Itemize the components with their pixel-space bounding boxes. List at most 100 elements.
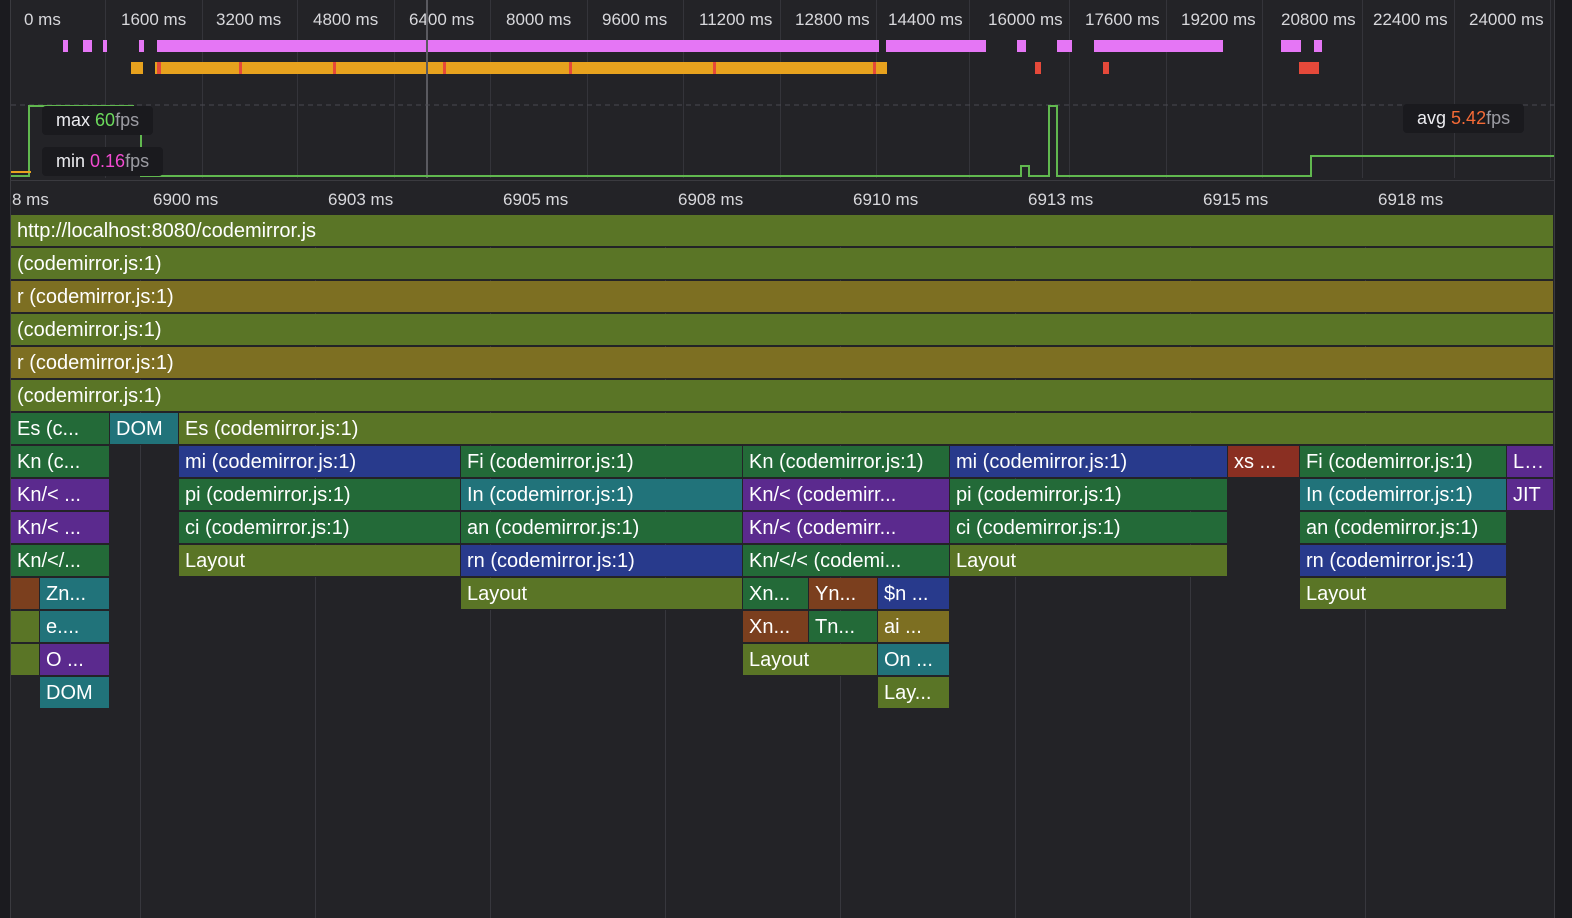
flame-frame[interactable]: Ln ... (1507, 446, 1554, 478)
fps-chart (11, 104, 1554, 177)
flame-frame[interactable] (11, 611, 40, 643)
flame-frame[interactable]: pi (codemirror.js:1) (950, 479, 1228, 511)
flame-frame[interactable]: Layout (1300, 578, 1507, 610)
flame-frame[interactable]: mi (codemirror.js:1) (950, 446, 1228, 478)
flame-chart[interactable]: http://localhost:8080/codemirror.js (cod… (11, 215, 1554, 918)
fps-min-value: 0.16 (90, 151, 126, 171)
flame-frame[interactable]: DOM (40, 677, 110, 709)
scrollbar[interactable] (1554, 0, 1572, 918)
flame-frame[interactable]: O ... (40, 644, 110, 676)
flame-frame[interactable]: Yn... (809, 578, 878, 610)
flame-frame[interactable]: Kn/< ... (11, 512, 110, 544)
flame-frame[interactable]: an (codemirror.js:1) (461, 512, 743, 544)
overview-paint-track (83, 40, 92, 52)
overview-tick-label: 14400 ms (888, 10, 963, 29)
overview-paint-track (157, 40, 879, 52)
ruler-tick-label: 6915 ms (1203, 190, 1269, 209)
flame-frame[interactable]: ai ... (878, 611, 950, 643)
fps-max-value: 60 (95, 110, 116, 130)
flame-frame[interactable]: pi (codemirror.js:1) (179, 479, 461, 511)
overview-grid-line (105, 0, 106, 178)
overview-grid-line (1166, 0, 1167, 178)
overview-tick-label: 11200 ms (699, 10, 773, 29)
overview-paint-track (1057, 40, 1072, 52)
flame-frame[interactable]: Kn/< (codemirr... (743, 479, 950, 511)
ruler-tick-label: 6908 ms (678, 190, 744, 209)
flame-frame[interactable]: rn (codemirror.js:1) (1300, 545, 1507, 577)
overview-tick-label: 19200 ms (1181, 10, 1256, 29)
flame-frame[interactable]: ci (codemirror.js:1) (950, 512, 1228, 544)
overview-tick-label: 24000 ms (1469, 10, 1544, 29)
overview-gc-marker (1035, 62, 1041, 74)
flame-frame[interactable]: an (codemirror.js:1) (1300, 512, 1507, 544)
ruler-tick-label: 8 ms (12, 190, 49, 209)
flame-frame[interactable]: r (codemirror.js:1) (11, 281, 1554, 313)
overview-gc-marker (713, 62, 716, 74)
flame-frame[interactable]: ci (codemirror.js:1) (179, 512, 461, 544)
overview-gc-marker (1103, 62, 1109, 74)
flame-frame[interactable]: Layout (950, 545, 1228, 577)
overview-grid-line (587, 0, 588, 178)
flame-frame[interactable]: r (codemirror.js:1) (11, 347, 1554, 379)
flame-frame[interactable]: Kn (codemirror.js:1) (743, 446, 950, 478)
fps-max-label: max (56, 110, 91, 130)
flame-frame[interactable]: Fi (codemirror.js:1) (1300, 446, 1507, 478)
flame-frame[interactable]: Kn/</< (codemi... (743, 545, 950, 577)
flame-frame[interactable]: $n ... (878, 578, 950, 610)
overview-script-track (155, 62, 887, 74)
overview-grid-line (202, 0, 203, 178)
flame-frame[interactable]: xs ... (1228, 446, 1300, 478)
overview-grid-line (490, 0, 491, 178)
flame-frame[interactable]: http://localhost:8080/codemirror.js (11, 215, 1554, 247)
overview-tick-label: 20800 ms (1281, 10, 1356, 29)
flame-frame[interactable] (11, 578, 40, 610)
overview-tick-label: 12800 ms (795, 10, 870, 29)
flame-frame[interactable]: Es (codemirror.js:1) (179, 413, 1554, 445)
flame-frame[interactable]: Kn/</... (11, 545, 110, 577)
overview-grid-line (1454, 0, 1455, 178)
flame-frame[interactable]: Lay... (878, 677, 950, 709)
flame-frame[interactable]: JIT (1507, 479, 1554, 511)
flame-frame[interactable]: Kn/< ... (11, 479, 110, 511)
overview-gc-marker (443, 62, 446, 74)
flame-frame[interactable]: Kn (c... (11, 446, 110, 478)
overview-script-track (131, 62, 143, 74)
flame-frame[interactable]: Xn... (743, 578, 809, 610)
flame-frame[interactable]: rn (codemirror.js:1) (461, 545, 743, 577)
flame-frame[interactable]: In (codemirror.js:1) (461, 479, 743, 511)
flame-frame[interactable]: DOM (110, 413, 179, 445)
overview-gc-marker (157, 62, 161, 74)
flame-frame[interactable]: Tn... (809, 611, 878, 643)
overview-tick-label: 17600 ms (1085, 10, 1160, 29)
flame-frame[interactable] (11, 644, 40, 676)
flame-frame[interactable]: (codemirror.js:1) (11, 314, 1554, 346)
flame-frame[interactable]: In (codemirror.js:1) (1300, 479, 1507, 511)
overview-grid-line (1262, 0, 1263, 178)
flame-frame[interactable]: Es (c... (11, 413, 110, 445)
flame-frame[interactable]: On ... (878, 644, 950, 676)
overview-gc-marker (873, 62, 876, 74)
overview-paint-track (103, 40, 107, 52)
flame-frame[interactable]: (codemirror.js:1) (11, 380, 1554, 412)
fps-max-unit: fps (115, 110, 140, 130)
flame-frame[interactable]: e.... (40, 611, 110, 643)
flame-frame[interactable]: Layout (743, 644, 878, 676)
flame-frame[interactable]: Layout (461, 578, 743, 610)
fps-min-label: min (56, 151, 86, 171)
flame-frame[interactable]: Fi (codemirror.js:1) (461, 446, 743, 478)
flame-frame[interactable]: Zn... (40, 578, 110, 610)
overview-tick-label: 0 ms (24, 10, 61, 29)
flame-frame[interactable]: Kn/< (codemirr... (743, 512, 950, 544)
fps-avg-badge: avg 5.42fps (1403, 104, 1525, 133)
overview-tick-label: 9600 ms (602, 10, 668, 29)
ruler-tick-label: 6903 ms (328, 190, 394, 209)
flame-frame[interactable]: mi (codemirror.js:1) (179, 446, 461, 478)
fps-avg-unit: fps (1486, 108, 1511, 128)
flame-frame[interactable]: Layout (179, 545, 461, 577)
flame-frame[interactable]: Xn... (743, 611, 809, 643)
flame-frame[interactable]: (codemirror.js:1) (11, 248, 1554, 280)
ruler-tick-label: 6918 ms (1378, 190, 1444, 209)
overview-cursor[interactable] (426, 0, 428, 178)
